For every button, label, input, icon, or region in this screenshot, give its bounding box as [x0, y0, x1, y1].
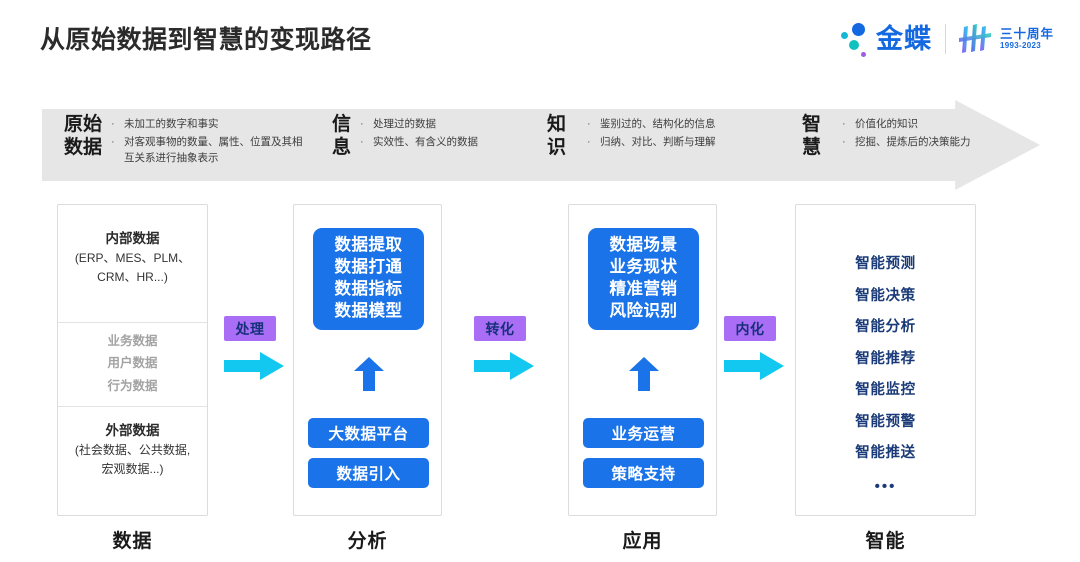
- brand-name: 金蝶: [875, 23, 932, 54]
- application-capability-item: 数据场景: [609, 236, 678, 255]
- intelligence-ellipsis: •••: [874, 477, 897, 495]
- stage-bullet-text: 未加工的数字和事实: [124, 118, 219, 130]
- internal-data-subtitle: (ERP、MES、PLM、 CRM、HR...): [74, 251, 191, 284]
- intelligence-item: 智能预测: [855, 256, 916, 272]
- anniversary-brush-icon: [958, 24, 991, 53]
- bullet-dot-icon: ·: [587, 136, 591, 148]
- middle-data-section: 业务数据 用户数据 行为数据: [58, 330, 207, 397]
- application-capability-item: 风险识别: [609, 301, 678, 320]
- stage-wisdom: 智 慧 · 价值化的知识 · 挖掘、提炼后的决策能力: [802, 113, 971, 177]
- footer-label-application: 应用: [622, 531, 663, 552]
- stage-bullet-text: 处理过的数据: [373, 118, 437, 130]
- analysis-pill-platform[interactable]: 大数据平台: [308, 418, 429, 448]
- external-data-section: 外部数据 (社会数据、公共数据, 宏观数据...): [58, 421, 207, 478]
- bullet-dot-icon: ·: [360, 136, 364, 148]
- card-intelligence: 智能预测 智能决策 智能分析 智能推荐 智能监控 智能预警 智能推送 •••: [795, 204, 976, 516]
- stage-knowledge: 知 识 · 鉴别过的、结构化的信息 · 归纳、对比、判断与理解: [547, 113, 716, 177]
- banner-arrow-shape: [42, 100, 1040, 190]
- brand-logo: 金蝶 三十周年 1993-2023: [838, 17, 1054, 61]
- application-capability-item: 业务现状: [609, 258, 678, 277]
- footer-label-data: 数据: [112, 531, 153, 552]
- external-data-subtitle: (社会数据、公共数据, 宏观数据...): [74, 443, 191, 476]
- middle-data-item: 用户数据: [107, 356, 158, 371]
- intelligence-list: 智能预测 智能决策 智能分析 智能推荐 智能监控 智能预警 智能推送 •••: [796, 257, 975, 495]
- kingdee-dots-icon: [838, 19, 872, 59]
- intelligence-item: 智能决策: [855, 287, 916, 304]
- stage-bullet-text: 对客观事物的数量、属性、位置及其相互关系进行抽象表示: [124, 136, 303, 164]
- stage-bullet-text: 归纳、对比、判断与理解: [600, 136, 716, 148]
- analysis-capability-box[interactable]: 数据提取 数据打通 数据指标 数据模型: [313, 228, 424, 330]
- intelligence-item: 智能分析: [855, 319, 916, 335]
- analysis-capability-item: 数据模型: [334, 301, 403, 320]
- middle-data-item: 行为数据: [107, 378, 158, 393]
- stage-bullet-text: 实效性、有含义的数据: [373, 136, 479, 148]
- stage-bullet-text: 鉴别过的、结构化的信息: [600, 118, 716, 130]
- card-divider: [58, 322, 207, 323]
- stage-bullets: · 未加工的数字和事实 · 对客观事物的数量、属性、位置及其相互关系进行抽象表示: [111, 113, 309, 167]
- analysis-capability-item: 数据打通: [334, 258, 403, 277]
- page-title: 从原始数据到智慧的变现路径: [40, 26, 372, 54]
- stage-bullets: · 处理过的数据 · 实效性、有含义的数据: [360, 113, 478, 151]
- stage-information: 信 息 · 处理过的数据 · 实效性、有含义的数据: [332, 113, 478, 177]
- stage-title: 智 慧: [802, 114, 822, 159]
- card-analysis: 数据提取 数据打通 数据指标 数据模型 大数据平台 数据引入: [293, 204, 442, 516]
- stage-bullets: · 价值化的知识 · 挖掘、提炼后的决策能力: [830, 113, 971, 151]
- stage-title: 原始 数据: [64, 114, 103, 159]
- bullet-dot-icon: ·: [360, 118, 364, 130]
- up-arrow-icon: [354, 357, 384, 391]
- analysis-capability-item: 数据提取: [334, 236, 403, 255]
- bullet-dot-icon: ·: [111, 118, 115, 130]
- anniversary-years: 1993-2023: [999, 41, 1041, 51]
- right-arrow-icon: [474, 352, 534, 380]
- stage-raw-data: 原始 数据 · 未加工的数字和事实 · 对客观事物的数量、属性、位置及其相互关系进行…: [64, 113, 309, 177]
- stage-bullet-text: 挖掘、提炼后的决策能力: [855, 136, 971, 148]
- intelligence-item: 智能监控: [855, 382, 916, 398]
- card-divider: [58, 406, 207, 407]
- card-data-sources: 内部数据 (ERP、MES、PLM、 CRM、HR...) 业务数据 用户数据 …: [57, 204, 208, 516]
- application-pill-strategy[interactable]: 策略支持: [583, 458, 704, 488]
- connector-label-transform: 转化: [474, 316, 526, 341]
- bullet-dot-icon: ·: [842, 136, 846, 148]
- right-arrow-icon: [724, 352, 784, 380]
- application-capability-item: 精准营销: [609, 280, 678, 298]
- intelligence-item: 智能推送: [855, 445, 916, 461]
- analysis-capability-item: 数据指标: [334, 280, 403, 298]
- bullet-dot-icon: ·: [111, 136, 115, 148]
- connector-transform: 转化: [474, 316, 538, 386]
- footer-label-analysis: 分析: [347, 531, 388, 552]
- right-arrow-icon: [224, 352, 284, 380]
- up-arrow-icon: [629, 357, 659, 391]
- footer-label-intelligence: 智能: [865, 531, 906, 552]
- stage-banner: 原始 数据 · 未加工的数字和事实 · 对客观事物的数量、属性、位置及其相互关系进行…: [42, 100, 1040, 190]
- application-capability-box[interactable]: 数据场景 业务现状 精准营销 风险识别: [588, 228, 699, 330]
- bullet-dot-icon: ·: [587, 118, 591, 130]
- internal-data-section: 内部数据 (ERP、MES、PLM、 CRM、HR...): [58, 229, 207, 286]
- internal-data-title: 内部数据: [105, 231, 160, 246]
- bullet-dot-icon: ·: [842, 118, 846, 130]
- intelligence-item: 智能预警: [855, 413, 916, 430]
- analysis-pill-ingest[interactable]: 数据引入: [308, 458, 429, 488]
- intelligence-item: 智能推荐: [855, 350, 916, 367]
- anniversary-label: 三十周年: [999, 27, 1054, 42]
- application-pill-operations[interactable]: 业务运营: [583, 418, 704, 448]
- stage-bullets: · 鉴别过的、结构化的信息 · 归纳、对比、判断与理解: [575, 113, 716, 151]
- stage-title: 信 息: [332, 114, 352, 159]
- connector-label-internalize: 内化: [724, 316, 776, 341]
- anniversary-badge: 三十周年 1993-2023: [957, 22, 1054, 56]
- connector-label-process: 处理: [224, 316, 276, 341]
- brand-divider: [944, 24, 946, 54]
- middle-data-item: 业务数据: [107, 334, 158, 348]
- card-application: 数据场景 业务现状 精准营销 风险识别 业务运营 策略支持: [568, 204, 717, 516]
- connector-process: 处理: [224, 316, 288, 386]
- stage-bullet-text: 价值化的知识: [855, 118, 919, 130]
- external-data-title: 外部数据: [105, 423, 160, 438]
- stage-title: 知 识: [547, 114, 567, 159]
- connector-internalize: 内化: [724, 316, 788, 386]
